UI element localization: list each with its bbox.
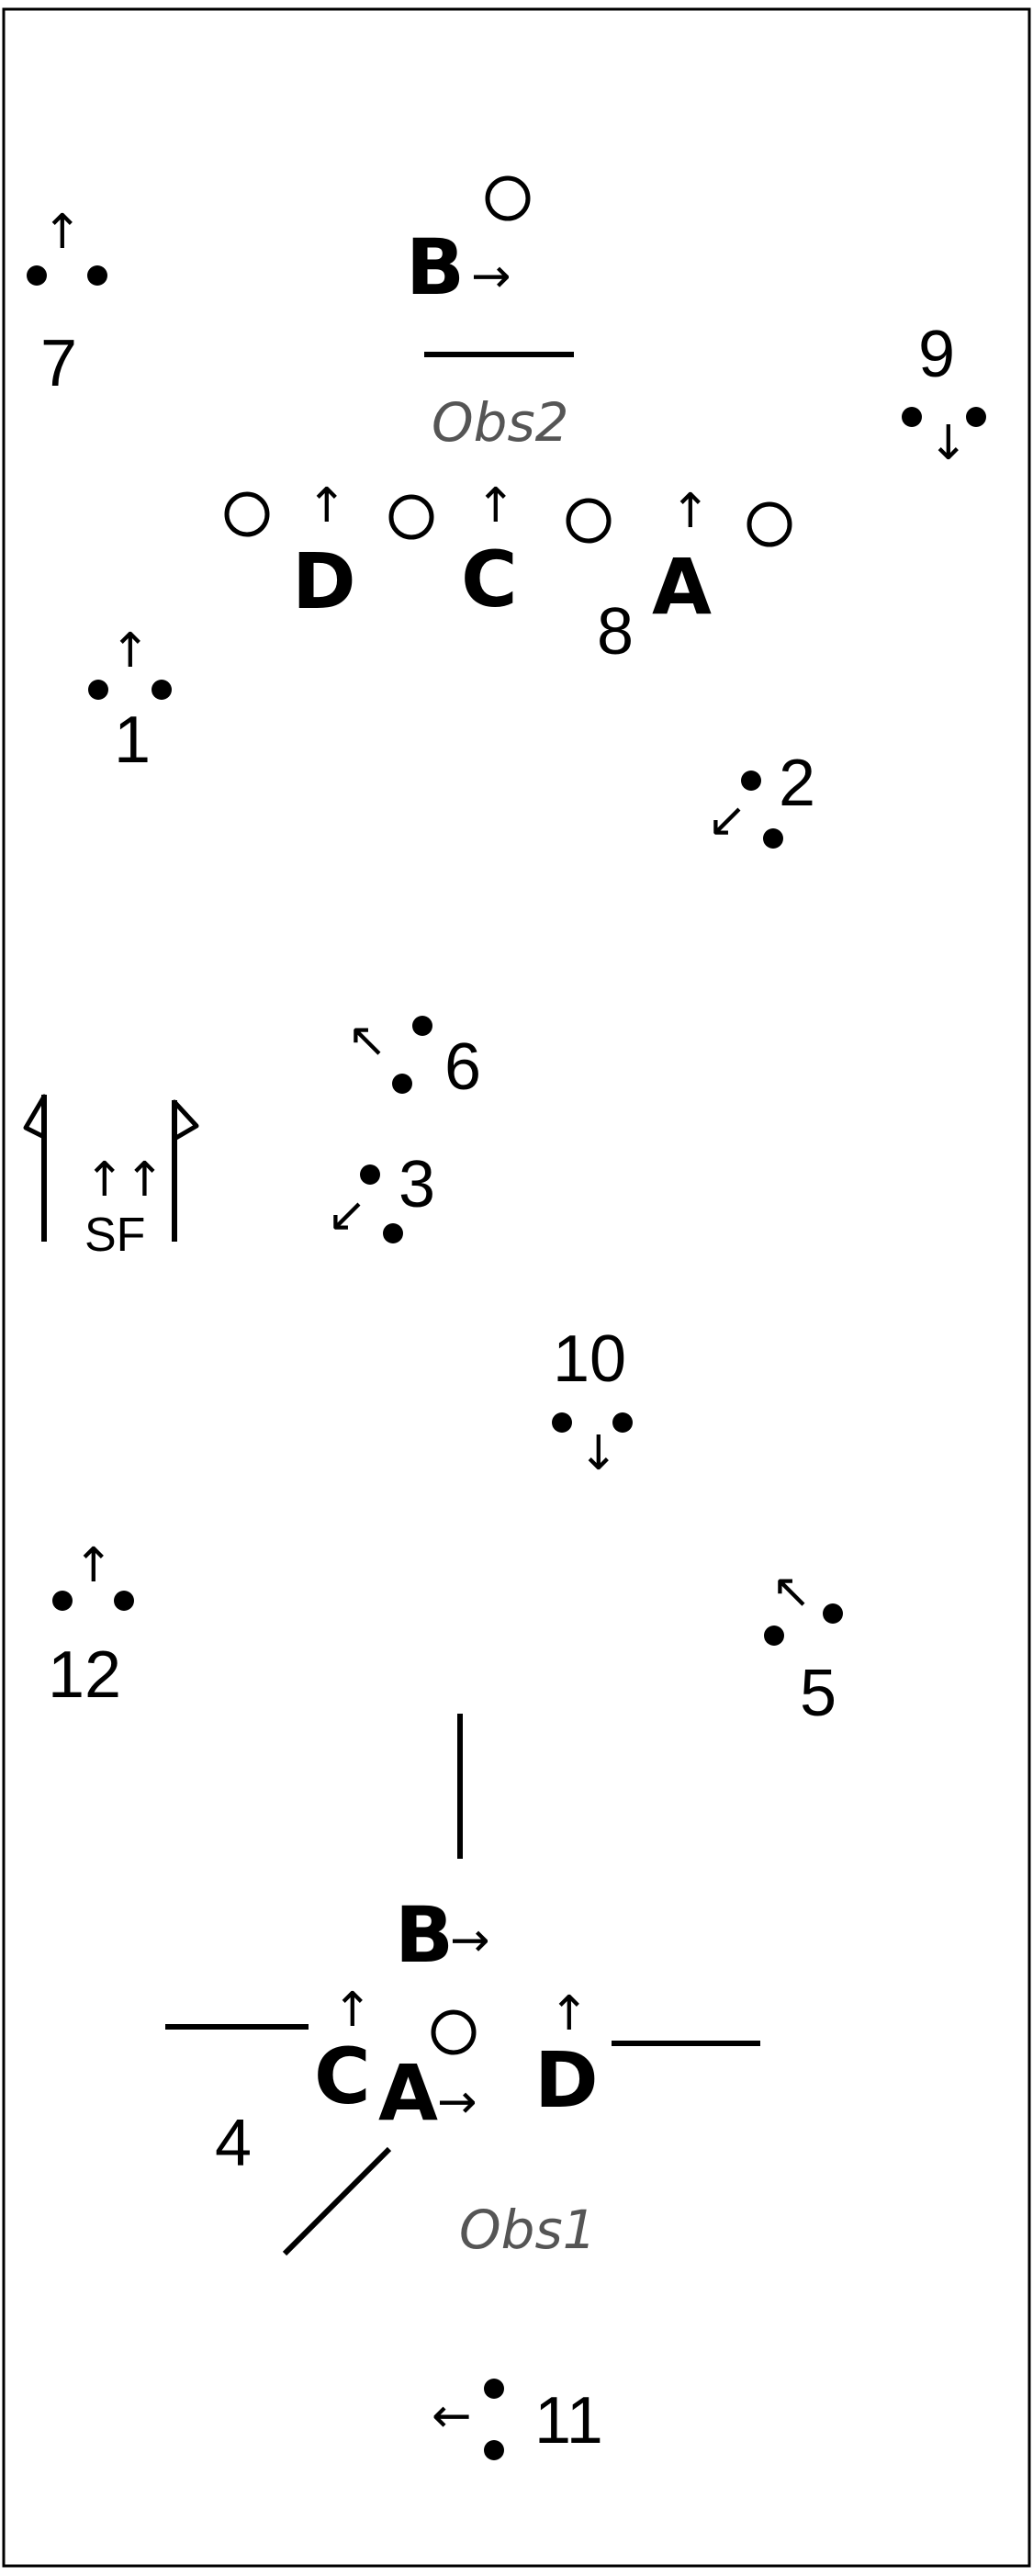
obs2-gate-a: A bbox=[652, 542, 712, 632]
station-1: ↑ 1 bbox=[88, 624, 172, 777]
arrow-down-icon: ↓ bbox=[578, 1426, 619, 1481]
station-dot bbox=[552, 1412, 572, 1433]
station-dot bbox=[902, 407, 922, 427]
station-number: 4 bbox=[215, 2107, 252, 2180]
station-12: ↑ 12 bbox=[48, 1538, 134, 1712]
station-dot bbox=[360, 1164, 380, 1185]
arrow-down-icon: ↓ bbox=[928, 416, 969, 471]
station-number: 5 bbox=[800, 1657, 837, 1730]
obstacle-1: B → ↑ C A → ↑ D Obs1 bbox=[165, 1714, 760, 2261]
station-9: 9 ↓ bbox=[902, 318, 986, 471]
station-5: ↖ 5 bbox=[764, 1564, 843, 1730]
obs1-gate-b: B bbox=[395, 1890, 454, 1980]
arrow-up-icon: ↑ bbox=[549, 1986, 589, 2042]
obs2-gate-c: C bbox=[461, 534, 518, 624]
arrow-up-left-icon: ↖ bbox=[771, 1564, 812, 1619]
cone-marker bbox=[485, 175, 531, 221]
station-number: 6 bbox=[444, 1030, 481, 1104]
sf-label: SF bbox=[84, 1209, 145, 1262]
cone-marker bbox=[388, 494, 434, 540]
cone-marker bbox=[224, 491, 270, 537]
arrow-up-icon: ↑ bbox=[332, 1983, 373, 2038]
obs1-pole-diagonal bbox=[282, 2146, 392, 2256]
arrow-up-icon: ↑ bbox=[73, 1538, 114, 1593]
station-dot bbox=[612, 1412, 633, 1433]
arrow-right-icon: → bbox=[471, 249, 511, 304]
arrow-right-icon: → bbox=[450, 1913, 490, 1968]
station-number: 7 bbox=[40, 327, 77, 400]
station-6: ↖ 6 bbox=[347, 1013, 481, 1104]
obs1-label: Obs1 bbox=[459, 2199, 597, 2261]
obs1-gate-c: C bbox=[314, 2031, 371, 2121]
station-dot bbox=[88, 680, 108, 700]
station-dot bbox=[52, 1591, 73, 1611]
station-number: 3 bbox=[399, 1148, 435, 1221]
station-dot bbox=[383, 1223, 403, 1243]
station-number: 9 bbox=[918, 318, 955, 391]
station-dot bbox=[966, 407, 986, 427]
station-dot bbox=[412, 1016, 432, 1036]
station-dot bbox=[763, 828, 783, 849]
arrow-up-icon: ↑ bbox=[307, 478, 347, 534]
station-4: 4 bbox=[215, 2107, 252, 2180]
arrow-down-left-icon: ↙ bbox=[707, 793, 747, 848]
diagram-border bbox=[2, 7, 1031, 2568]
station-10: 10 ↓ bbox=[552, 1322, 633, 1481]
station-dot bbox=[823, 1603, 843, 1624]
sf-arrows: ↑↑ bbox=[84, 1153, 164, 1208]
arrow-up-icon: ↑ bbox=[476, 478, 516, 534]
arrow-up-icon: ↑ bbox=[670, 484, 711, 539]
obs1-gate-d: D bbox=[534, 2035, 599, 2125]
obs2-gate-b: B bbox=[406, 222, 465, 312]
cone-marker bbox=[431, 2009, 477, 2055]
obstacle-2: B → Obs2 ↑ D ↑ C ↑ A bbox=[224, 175, 792, 632]
cone-marker bbox=[566, 498, 612, 544]
station-8: 8 bbox=[597, 595, 634, 669]
flag-icon bbox=[23, 1094, 47, 1140]
station-number: 1 bbox=[114, 703, 151, 777]
station-number: 10 bbox=[553, 1322, 626, 1396]
station-dot bbox=[114, 1591, 134, 1611]
station-number: 2 bbox=[779, 747, 815, 820]
station-dot bbox=[484, 2440, 504, 2460]
station-dot bbox=[392, 1074, 412, 1094]
station-number: 8 bbox=[597, 595, 634, 669]
arrow-up-left-icon: ↖ bbox=[347, 1013, 387, 1068]
arrow-up-icon: ↑ bbox=[110, 624, 151, 679]
station-dot bbox=[741, 771, 761, 791]
obs1-gate-a: A bbox=[378, 2048, 438, 2138]
arrow-left-icon: ← bbox=[432, 2389, 472, 2444]
station-2: 2 ↙ bbox=[707, 747, 815, 849]
obs2-label: Obs2 bbox=[432, 391, 569, 454]
cone-marker bbox=[747, 501, 792, 547]
station-dot bbox=[87, 265, 107, 286]
station-number: 12 bbox=[48, 1638, 121, 1712]
start-finish: ↑↑ SF bbox=[23, 1094, 199, 1262]
station-11: ← 11 bbox=[432, 2379, 603, 2460]
station-dot bbox=[764, 1625, 784, 1646]
station-7: ↑ 7 bbox=[27, 205, 107, 400]
station-3: 3 ↙ bbox=[327, 1148, 435, 1243]
station-dot bbox=[27, 265, 47, 286]
arrow-down-left-icon: ↙ bbox=[327, 1187, 367, 1243]
station-dot bbox=[152, 680, 172, 700]
obs2-gate-d: D bbox=[292, 536, 356, 626]
arrow-right-icon: → bbox=[437, 2075, 477, 2130]
flag-icon bbox=[172, 1099, 199, 1142]
station-number: 11 bbox=[534, 2384, 603, 2458]
arrow-up-icon: ↑ bbox=[42, 205, 83, 260]
station-dot bbox=[484, 2379, 504, 2399]
